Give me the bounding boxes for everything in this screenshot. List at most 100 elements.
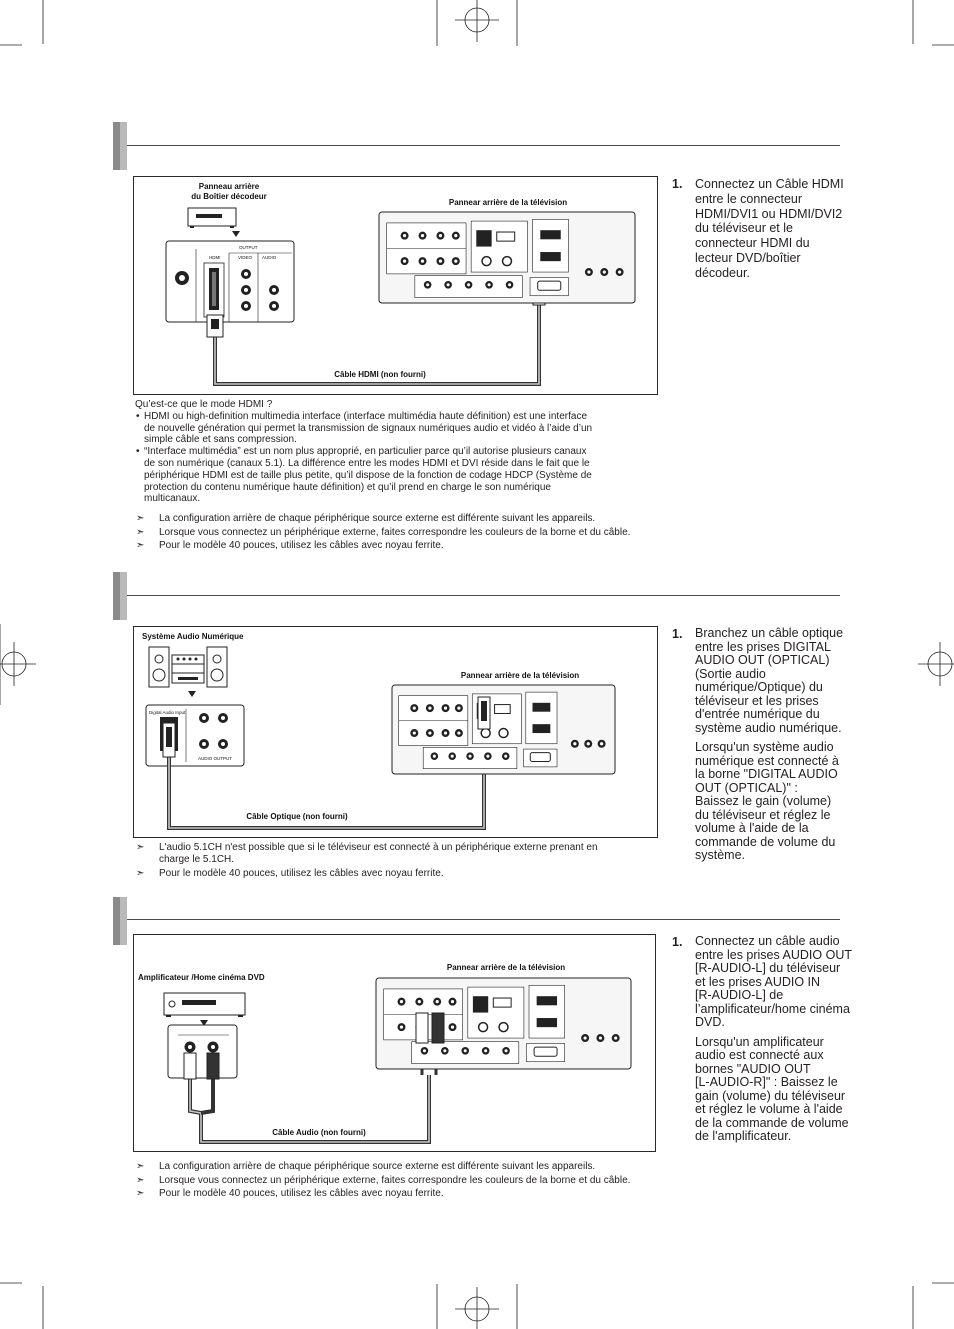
tv-usb-port [492,997,512,1008]
note-arrow-icon: ➣ [136,513,145,524]
step-line: bornes "AUDIO OUT [695,1061,811,1076]
dvd-player-icon [163,992,246,1017]
optical-plug [477,696,491,730]
note-text: Lorsque vous connectez un périphérique e… [159,1175,630,1187]
note-line: Lorsque vous connectez un périphérique e… [159,1174,631,1186]
step-line: numérique/Optique) du [695,680,823,694]
tv-hdmi-port [540,230,561,240]
bullet-marker: • [136,410,140,422]
tv-rear-panel [378,211,636,304]
note-line: Pour le modèle 40 pouces, utilisez les c… [159,1188,444,1199]
tv-vga-port [529,752,551,763]
note-text: La configuration arrière de chaque périp… [159,1161,630,1173]
tv-vga-port [533,1046,558,1057]
audio-output-label: AUDIO OUTPUT [198,756,232,761]
notes: ➣ L'audio 5.1CH n'est possible que si le … [136,842,598,881]
step-line: numérique est connecté à [695,753,839,768]
tv-hdmi-block [528,984,566,1039]
note-text: Pour le modèle 40 pouces, utilisez les c… [159,540,630,552]
section-rule [127,145,840,146]
note-line: Pour le modèle 40 pouces, utilisez les c… [159,867,444,879]
step-line: AUDIO OUT (OPTICAL) [695,653,830,667]
notes: ➣ La configuration arrière de chaque péri… [136,513,630,554]
hdmi-connection-diagram: Panneau arrière du Boîtier décodeur OUTP… [133,176,658,395]
bullet-line: de nouvelle génération qui permet la tra… [144,422,593,434]
bullet-line: “Interface multimédia” est un nom plus a… [144,446,587,458]
step-line: Branchez un câble optique [695,626,844,640]
note: ➣ Pour le modèle 40 pouces, utilisez les … [136,1188,630,1200]
step-line: DVD. [695,1015,725,1029]
step-line: (Sortie audio [695,666,766,681]
section-bar [113,897,127,945]
note-text: Pour le modèle 40 pouces, utilisez les c… [159,868,598,880]
bullet-line: simple câble et sans compression. [144,434,297,446]
tv-hdmi-port [536,996,558,1006]
note-line: La configuration arrière de chaque périp… [159,1161,596,1172]
tv-panel-label: Pannear arrière de la télévision [447,963,565,972]
notes: ➣ La configuration arrière de chaque péri… [136,1161,630,1202]
tv-hdmi-port [536,1018,558,1028]
tv-panel-label: Pannear arrière de la télévision [461,671,579,680]
amplifier-rear-panel [167,1024,238,1079]
bullet-text: HDMI ou high-definition multimedia inter… [144,411,592,446]
hdmi-info-title: Qu’est-ce que le mode HDMI ? [135,399,273,410]
note-arrow-icon: ➣ [136,867,145,879]
note-line: charge le 5.1CH. [159,854,235,865]
note-text: La configuration arrière de chaque périp… [159,513,630,525]
step-line: système. [695,848,746,862]
section-bar [113,122,127,170]
step-line: lecteur DVD/boîtier [695,250,801,265]
audio-system-icon [148,646,228,688]
step-line: gain (volume) du téléviseur [695,1088,846,1103]
rca-plug-white [183,1052,197,1080]
arrow-down-icon [232,231,240,237]
tv-panel-label: Pannear arrière de la télévision [449,198,567,207]
diagram-svg: Système Audio Numérique Digital Audio In… [142,632,616,830]
optical-cable [162,722,486,830]
bullet-item: • “Interface multimédia” est un nom plus… [135,446,592,505]
step-line: décodeur. [695,265,750,280]
note-arrow-icon: ➣ [136,1188,145,1199]
step-line: téléviseur et les prises [695,693,819,708]
device-label: du Boîtier décodeur [191,192,267,201]
note-arrow-icon: ➣ [136,1174,145,1186]
tv-optical-port [476,230,492,247]
note-arrow-icon: ➣ [136,1161,145,1172]
video-label: VIDEO [238,255,253,260]
step-line: Baissez le gain (volume) [695,794,832,808]
bullet-line: HDMI ou high-definition multimedia inter… [144,410,588,422]
rca-plug-red [206,1052,220,1080]
set-top-box-icon [187,207,237,228]
bullet-line: périphérique HDMI est de taille plus pet… [144,469,592,481]
note-line: Pour le modèle 40 pouces, utilisez les c… [159,540,444,551]
tv-usb-port [494,704,511,714]
bullet-marker: • [136,446,140,458]
device-label: Panneau arrière [199,182,260,191]
bullet-line: multicanaux. [144,493,201,505]
step-line: de l'amplificateur. [695,1129,792,1143]
tv-hdmi-block [525,691,558,745]
note: ➣ La configuration arrière de chaque péri… [136,1161,630,1173]
cable-label: Câble Optique (non fourni) [246,812,348,821]
decoder-rear-panel: OUTPUT HDMI VIDEO AUDIO [165,240,295,323]
output-label: OUTPUT [239,245,258,250]
digital-audio-input-label: Digital Audio Input [149,710,186,715]
audio-cable [183,1052,438,1144]
note: ➣ Pour le modèle 40 pouces, utilisez les … [136,868,598,880]
note-arrow-icon: ➣ [136,842,145,853]
step-line: Lorsqu'un amplificateur [695,1034,824,1049]
diagram-svg: Amplificateur /Home cinéma DVD [138,963,632,1144]
bullet-line: protection du contenu numérique haute dé… [144,481,551,493]
note-text: L'audio 5.1CH n'est possible que si le t… [159,842,598,866]
note-line: L'audio 5.1CH n'est possible que si le t… [159,842,598,853]
audio-system-rear-panel: Digital Audio Input AUDIO OUTPUT [145,704,245,767]
step-number: 1. [672,627,683,641]
step-number: 1. [672,935,683,949]
step-line: entre les prises DIGITAL [695,639,831,654]
